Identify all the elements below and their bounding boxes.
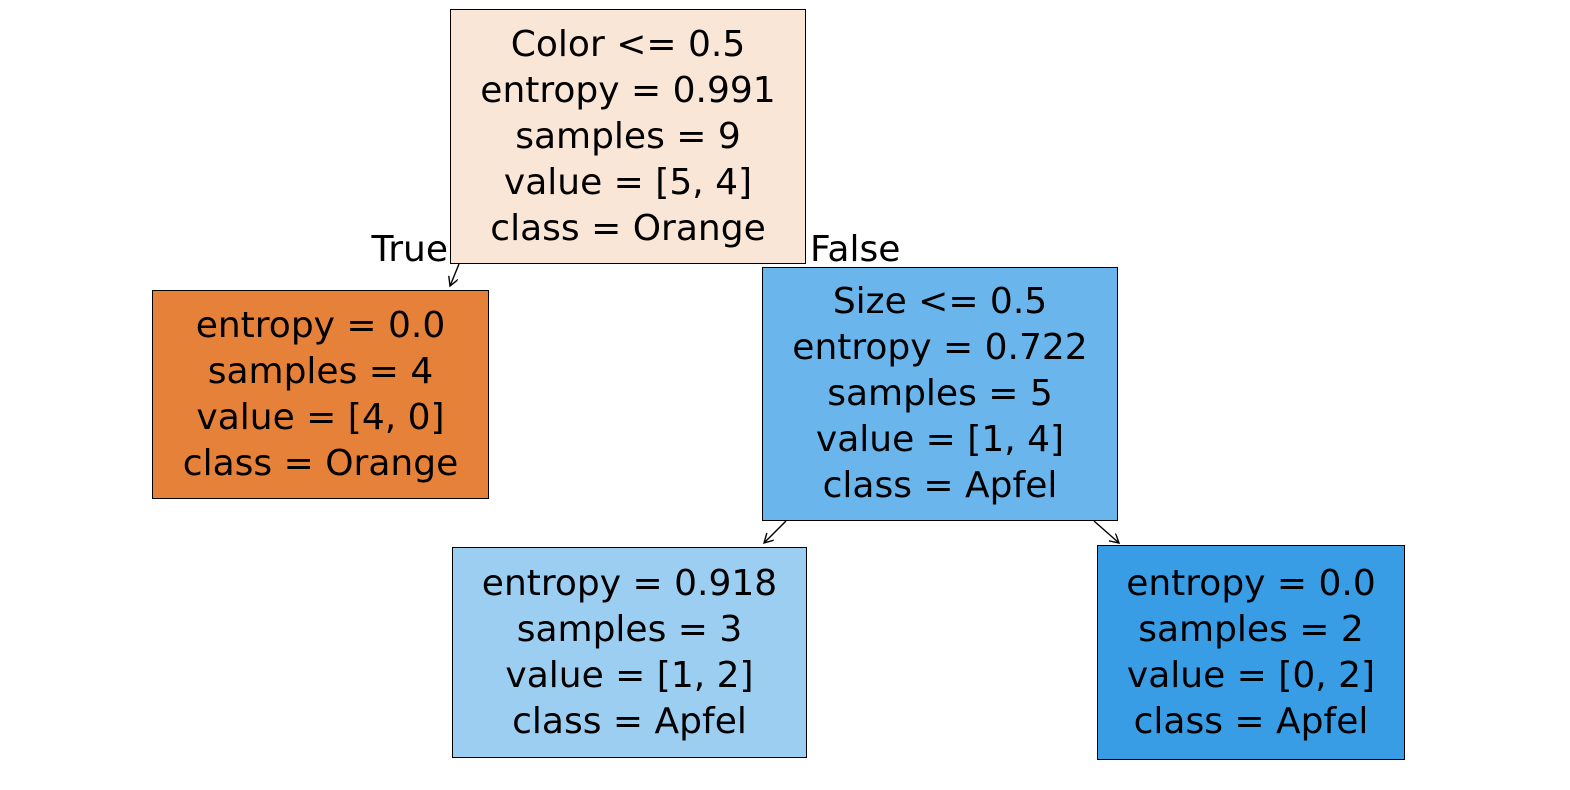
node-class: class = Orange — [490, 207, 766, 249]
node-class: class = Orange — [182, 442, 459, 484]
node-class: class = Apfel — [1133, 700, 1369, 742]
node-value: value = [0, 2] — [1126, 654, 1376, 696]
tree-node-right-left-leaf: entropy = 0.918 samples = 3 value = [1, … — [452, 547, 807, 758]
node-condition: Color <= 0.5 — [510, 23, 746, 65]
node-value: value = [4, 0] — [196, 396, 445, 438]
edge-root-to-left-leaf — [450, 263, 460, 286]
node-entropy: entropy = 0.991 — [480, 69, 776, 111]
node-condition: Size <= 0.5 — [832, 281, 1048, 322]
tree-node-right-internal: Size <= 0.5 entropy = 0.722 samples = 5 … — [762, 267, 1118, 521]
node-samples: samples = 2 — [1138, 608, 1364, 650]
node-entropy: entropy = 0.722 — [792, 327, 1088, 368]
tree-node-left-leaf: entropy = 0.0 samples = 4 value = [4, 0]… — [152, 290, 489, 499]
node-samples: samples = 9 — [515, 115, 741, 157]
node-entropy: entropy = 0.918 — [481, 562, 778, 604]
node-entropy: entropy = 0.0 — [195, 304, 446, 346]
tree-node-right-right-leaf: entropy = 0.0 samples = 2 value = [0, 2]… — [1097, 545, 1405, 760]
node-value: value = [5, 4] — [503, 161, 753, 203]
node-value: value = [1, 2] — [505, 654, 754, 696]
node-samples: samples = 5 — [827, 373, 1053, 414]
node-entropy: entropy = 0.0 — [1126, 562, 1376, 604]
node-class: class = Apfel — [512, 700, 747, 742]
edge-internal-to-left-child — [764, 520, 787, 543]
edge-label-false: False — [810, 229, 901, 270]
node-samples: samples = 3 — [516, 608, 743, 650]
edge-label-true: True — [371, 229, 448, 270]
node-value: value = [1, 4] — [815, 419, 1065, 460]
tree-node-root: Color <= 0.5 entropy = 0.991 samples = 9… — [450, 9, 806, 264]
node-samples: samples = 4 — [207, 350, 434, 392]
node-class: class = Apfel — [822, 465, 1058, 506]
edge-internal-to-right-child — [1093, 520, 1119, 543]
